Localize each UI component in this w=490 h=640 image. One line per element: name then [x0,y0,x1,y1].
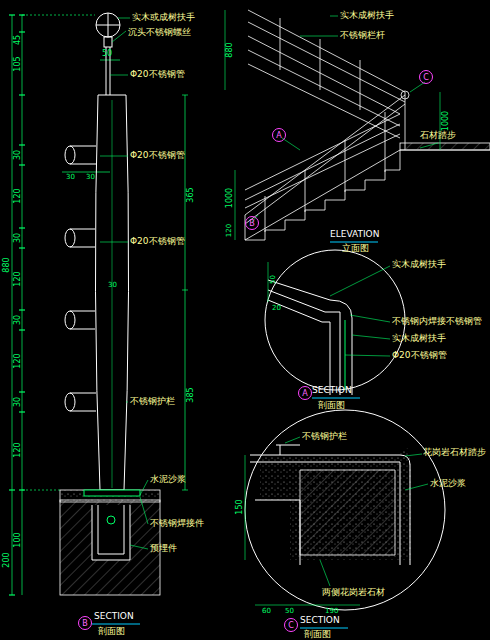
callout-letter: B [82,619,88,628]
part-label: SECTION [312,386,352,395]
callout-bubble: C [284,618,298,632]
dimension: 120 [227,223,234,236]
part-label: 剖面图 [98,627,125,636]
part-label: 不锈钢内焊接不锈钢管 [392,317,482,326]
part-label: 不锈钢护栏 [130,397,175,406]
part-label: 花岗岩石材踏步 [423,448,486,457]
dimension: 200 [3,552,11,567]
part-label: 水泥沙浆 [150,475,186,484]
part-label: Φ20不锈钢管 [130,151,185,160]
dimension: 120 [14,442,22,457]
callout-letter: A [302,389,307,398]
part-label: 不锈钢护栏 [302,432,347,441]
dimension: 120 [14,188,22,203]
part-label: 不锈钢焊接件 [150,519,204,528]
dimension: 30 [86,174,95,181]
part-label: Φ20不锈钢管 [130,237,185,246]
dimension: 60 [262,608,271,615]
dimension: 20 [272,305,281,312]
dimension: 30 [14,150,22,160]
callout-bubble: B [245,216,259,230]
dimension: 120 [14,271,22,286]
dimension: 30 [66,174,75,181]
callout-bubble: C [419,70,433,84]
part-label: 立面图 [342,244,369,253]
dimension: 50 [269,275,276,284]
part-label: Φ20不锈钢管 [130,70,185,79]
dimension: 120 [14,353,22,368]
dimension: 50 [102,50,112,58]
callout-letter: C [423,73,429,82]
dimension: 1000 [442,111,450,131]
callout-bubble: B [78,616,92,630]
part-label: ELEVATION [330,230,379,239]
dimension: 150 [236,499,244,514]
dimension: 190 [325,608,338,615]
part-label: 剖面图 [318,401,345,410]
dimension: 45 [14,35,22,45]
part-label: 沉头不锈钢螺丝 [128,28,191,37]
callout-letter: A [276,131,281,140]
part-label: 实木成树扶手 [392,260,446,269]
part-label: 实木成树扶手 [340,11,394,20]
dimension: 1000 [226,188,234,208]
dimension: 50 [285,608,294,615]
dimension: 30 [14,397,22,407]
dimension: 30 [108,282,117,289]
dimension: 365 [187,187,195,202]
part-label: SECTION [300,616,340,625]
part-label: 石材踏步 [420,131,456,140]
dimension: 385 [187,387,195,402]
callout-bubble: A [272,128,286,142]
part-label: Φ20不锈钢管 [392,351,447,360]
part-label: 不锈钢栏杆 [340,31,385,40]
part-label: 水泥沙浆 [430,479,466,488]
callout-letter: B [249,219,255,228]
dimension: 105 [14,56,22,71]
dimension: 30 [14,233,22,243]
dimension: 100 [14,532,22,547]
part-label: 两侧花岗岩石材 [322,588,385,597]
part-label: 实木成树扶手 [392,334,446,343]
callout-bubble: A [298,386,312,400]
callout-letter: C [288,621,294,630]
dimension: 880 [3,257,11,272]
part-label: 剖面图 [304,630,331,639]
dimension: 880 [226,42,234,57]
part-label: SECTION [94,612,134,621]
part-label: 预埋件 [150,544,177,553]
part-label: 实木或成树扶手 [132,13,195,22]
dimension: 30 [14,315,22,325]
